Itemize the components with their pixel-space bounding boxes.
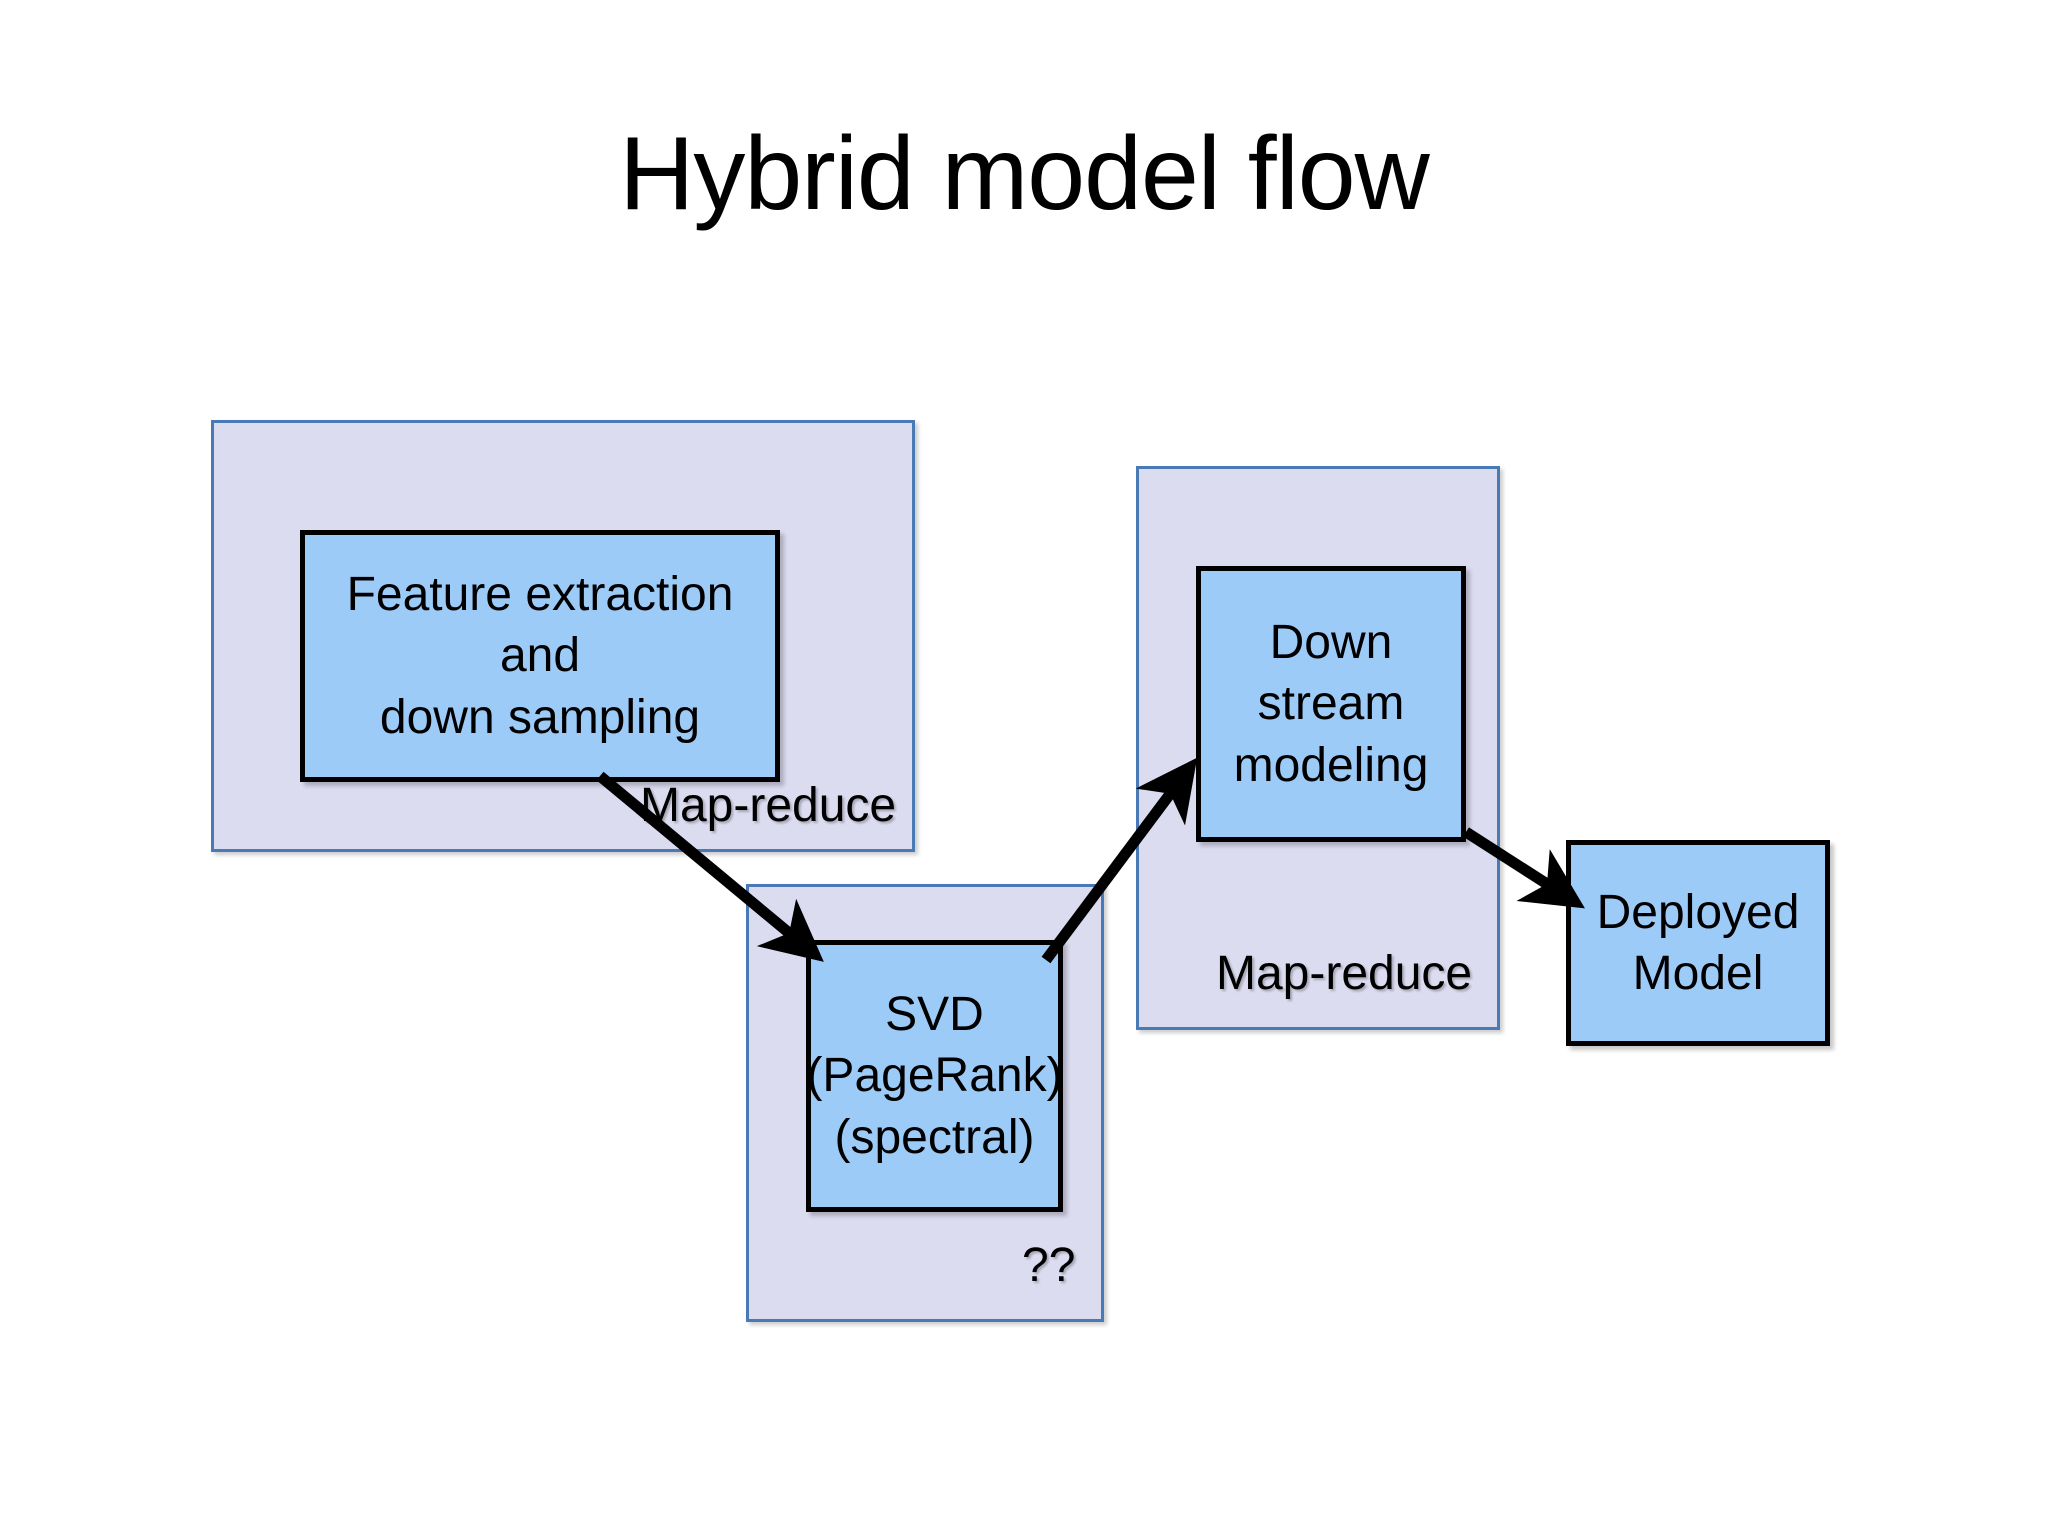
node-feature-extraction[interactable]: Feature extraction and down sampling (300, 530, 780, 782)
region-label-map-reduce-1: Map-reduce (640, 779, 897, 832)
node-line: Model (1632, 947, 1764, 1000)
node-line: (PageRank) (806, 1049, 1063, 1103)
node-line: stream (1257, 677, 1405, 731)
node-deployed-model[interactable]: Deployed Model (1566, 840, 1830, 1046)
node-line: (spectral) (834, 1110, 1035, 1164)
node-line: modeling (1233, 738, 1429, 792)
node-line: down sampling (379, 690, 701, 744)
node-svd[interactable]: SVD (PageRank) (spectral) (806, 940, 1063, 1212)
node-downstream-modeling[interactable]: Down stream modeling (1196, 566, 1466, 842)
page-title: Hybrid model flow (619, 116, 1430, 232)
node-line: Deployed (1596, 885, 1800, 939)
node-line: and (499, 629, 581, 683)
region-label-map-reduce-2: Map-reduce (1216, 947, 1473, 1000)
node-line: Feature extraction (346, 567, 734, 621)
node-line: SVD (885, 987, 984, 1041)
region-label-unknown: ?? (1022, 1239, 1076, 1292)
node-line: Down (1269, 615, 1393, 669)
